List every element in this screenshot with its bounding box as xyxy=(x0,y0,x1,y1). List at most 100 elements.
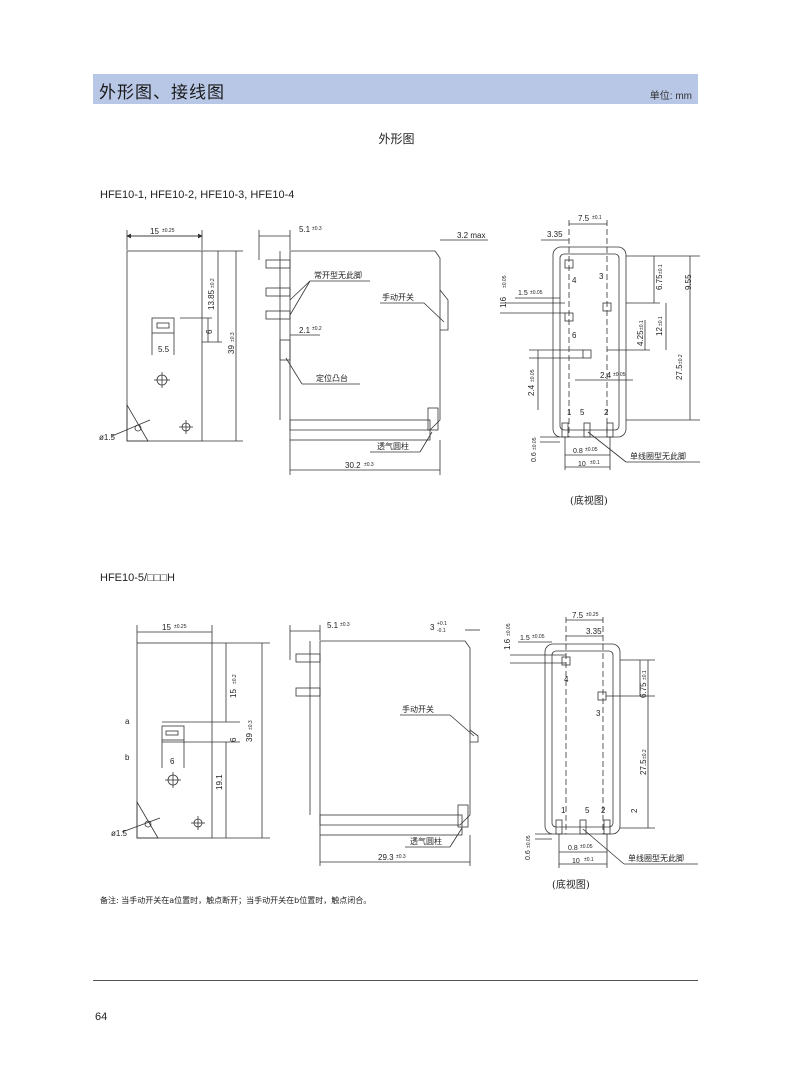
m1f-switch-slot xyxy=(151,317,175,334)
m1-pin-2 xyxy=(265,287,291,297)
m1b-d24b: 2.4 xyxy=(600,371,612,380)
m2b-d08-tol: ±0.05 xyxy=(580,844,593,850)
m1s-d32: 3.2 max xyxy=(457,231,485,240)
m1b-pad-6 xyxy=(564,312,574,322)
m2s-label-switch: 手动开关 xyxy=(402,704,434,714)
m2b-d10: 10 xyxy=(572,858,580,865)
m1s-label-boss: 定位凸台 xyxy=(316,373,348,383)
m1b-pad-4 xyxy=(564,259,574,269)
m1b-d10-tol: ±0.1 xyxy=(590,460,600,466)
m1b-d06-tol: ±0.05 xyxy=(532,437,538,450)
m2-front-view: 15 ±0.25 15 ±0.2 6 39 ±0.3 19.1 6 a b ø1… xyxy=(111,623,270,839)
m1s-d21: 2.1 xyxy=(299,326,311,335)
m1b-d06: 0.6 xyxy=(531,452,538,462)
m1b-d335: 3.35 xyxy=(547,230,563,239)
m2f-switch-slot xyxy=(161,725,185,741)
m2b-label-single: 单线圈型无此脚 xyxy=(628,853,684,863)
model1-view-label: (底视图) xyxy=(570,496,608,507)
m1f-h1-tol: ±0.2 xyxy=(210,278,216,288)
m1b-d16: 1.6 xyxy=(499,296,508,308)
m2f-hole-label: ø1.5 xyxy=(111,829,128,838)
m2b-pin5: 5 xyxy=(585,806,590,815)
m1b-d675-tol: ±0.1 xyxy=(658,264,664,274)
m1-side-body xyxy=(289,250,441,431)
m2s-d51: 5.1 xyxy=(327,621,339,630)
m2-side-vent xyxy=(457,804,469,828)
m2b-pad-4 xyxy=(561,656,571,666)
m2-side-body xyxy=(319,640,471,826)
m2b-d10-tol: ±0.1 xyxy=(584,857,594,863)
m2s-d3: 3 xyxy=(430,623,435,632)
model1-name: HFE10-1, HFE10-2, HFE10-3, HFE10-4 xyxy=(100,189,295,201)
m1b-label-single: 单线圈型无此脚 xyxy=(630,451,686,461)
m1f-d6: 6 xyxy=(205,329,214,334)
m1-side-vent xyxy=(427,407,439,431)
m2b-pad-3 xyxy=(597,691,607,701)
m1b-d10: 10 xyxy=(578,461,586,468)
m1b-d425: 4.25 xyxy=(636,330,645,346)
m1b-d275-tol: ±0.2 xyxy=(678,354,684,364)
footnote: 备注: 当手动开关在a位置时，触点断开；当手动开关在b位置时，触点闭合。 xyxy=(100,896,372,905)
m1f-d55: 5.5 xyxy=(158,345,170,354)
m2-side-base xyxy=(319,814,463,836)
m1b-d12: 12 xyxy=(655,327,664,336)
m2s-d293-tol: ±0.3 xyxy=(396,854,406,860)
m2-pin-1 xyxy=(295,653,321,663)
m1b-pin5: 5 xyxy=(580,408,585,417)
m2b-d06-tol: ±0.05 xyxy=(526,835,532,848)
m2s-d51-tol: ±0.3 xyxy=(340,622,350,628)
m2b-pin3: 3 xyxy=(596,709,601,718)
m2b-d15-tol: ±0.05 xyxy=(532,634,545,640)
m1f-width: 15 xyxy=(150,227,159,236)
m2b-d16: 1.6 xyxy=(503,638,512,650)
m1b-pad-center xyxy=(582,349,592,359)
m2b-d275-tol: ±0.2 xyxy=(642,749,648,759)
m1-front-body xyxy=(126,250,203,442)
m2b-d275: 27.5 xyxy=(639,759,648,775)
m1f-width-tol: ±0.25 xyxy=(162,228,175,234)
model2-view-label: (底视图) xyxy=(552,880,590,891)
m2f-width: 15 xyxy=(162,623,171,632)
m2f-width-tol: ±0.25 xyxy=(174,624,187,630)
m1s-d51: 5.1 xyxy=(299,225,311,234)
m2-bottom-view: 7.5 ±0.25 3.35 1.6 ±0.05 1.5 ±0.05 4 3 1… xyxy=(503,611,698,868)
m1b-d12-tol: ±0.1 xyxy=(658,316,664,326)
m1-front-view: 15 ±0.25 13.85 ±0.2 6 39 ±0.3 5.5 ø1.5 xyxy=(99,227,243,442)
m1b-d275: 27.5 xyxy=(675,364,684,380)
m2s-d3-tol-dn: -0.1 xyxy=(437,628,446,634)
m2f-h15: 15 xyxy=(229,689,238,698)
m1s-label-no-pin: 常开型无此脚 xyxy=(314,270,362,280)
m2s-d293: 29.3 xyxy=(378,853,394,862)
m2b-pin-5 xyxy=(579,819,587,835)
m1-side-switch xyxy=(439,289,449,331)
m2s-label-vent: 透气圆柱 xyxy=(410,836,442,846)
m2f-h39-tol: ±0.3 xyxy=(248,720,254,730)
m2f-hole-left xyxy=(144,820,152,828)
m1-side-view: 5.1 ±0.3 3.2 max 2.1 ±0.2 30.2 ±0.3 常开型无… xyxy=(258,225,488,475)
m2b-d06: 0.6 xyxy=(525,850,532,860)
m1b-d08-tol: ±0.05 xyxy=(585,447,598,453)
header-bar: 外形图、接线图 单位: mm xyxy=(93,74,698,104)
m1f-hole-label: ø1.5 xyxy=(99,433,116,442)
m2s-d3-tol-up: +0.1 xyxy=(437,621,447,627)
m2b-d75-tol: ±0.25 xyxy=(586,612,599,618)
m1s-d21-tol: ±0.2 xyxy=(312,326,322,332)
m1-pin-1 xyxy=(265,259,291,269)
m1f-h39-tol: ±0.3 xyxy=(230,332,236,342)
m1b-d75-tol: ±0.1 xyxy=(592,215,602,221)
m1s-d302-tol: ±0.3 xyxy=(364,462,374,468)
m1f-switch-knob xyxy=(156,322,170,329)
m1s-label-switch: 手动开关 xyxy=(382,292,414,302)
m1-boss xyxy=(279,339,291,361)
m2f-d191: 19.1 xyxy=(215,774,224,790)
m1b-pin3: 3 xyxy=(599,272,604,281)
m1b-pin-5 xyxy=(583,422,591,438)
m1b-pad-3 xyxy=(602,302,612,312)
m2b-pin4: 4 xyxy=(564,675,569,684)
m2f-label-a: a xyxy=(125,717,130,726)
m2f-h15-tol: ±0.2 xyxy=(232,674,238,684)
m1b-d425-tol: ±0.1 xyxy=(639,320,645,330)
m1s-d302: 30.2 xyxy=(345,461,361,470)
m1b-pin2: 2 xyxy=(604,408,609,417)
